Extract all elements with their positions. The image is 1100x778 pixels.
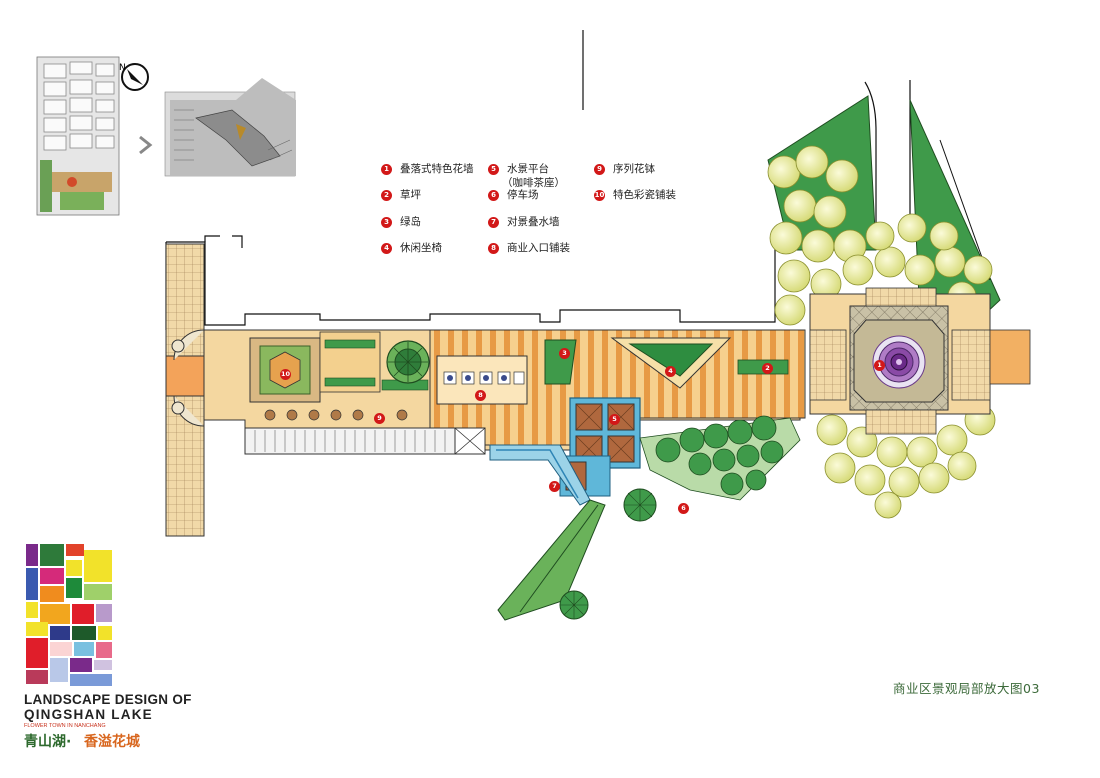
brand-title-line2: QINGSHAN LAKE	[24, 707, 153, 722]
plan-marker: 1	[874, 360, 885, 371]
plan-marker: 8	[475, 390, 486, 401]
brand-cn-part2: 香溢花城	[84, 734, 140, 750]
sheet-title: 商业区景观局部放大图03	[893, 681, 1040, 696]
plan-marker: 5	[609, 414, 620, 425]
green-walkway	[497, 499, 606, 621]
north-compass-icon: N	[119, 63, 149, 91]
plan-marker: 2	[762, 363, 773, 374]
plan-marker: 4	[665, 366, 676, 377]
plan-marker: 10	[280, 369, 291, 380]
building-facade	[244, 427, 456, 455]
brand-subtitle: FLOWER TOWN IN NANCHANG	[24, 723, 106, 729]
plan-marker: 9	[374, 413, 385, 424]
brand-title-line1: LANDSCAPE DESIGN OF	[24, 692, 192, 707]
plan-marker: 6	[678, 503, 689, 514]
compass-label: N	[119, 63, 126, 73]
tree-cluster-mid	[559, 488, 657, 620]
feature-tree	[386, 340, 430, 384]
brand-cn-part1: 青山湖·	[24, 734, 72, 750]
brand-logo-mosaic	[26, 544, 112, 686]
green-island	[544, 339, 577, 385]
key-map-detail	[164, 78, 296, 177]
arrow-right-icon	[139, 135, 153, 155]
tree-band	[655, 415, 784, 496]
waterfall-wall-channel	[489, 444, 591, 506]
ornamental-trees	[767, 145, 996, 519]
flower-pot-row	[264, 409, 408, 421]
plan-marker: 3	[559, 348, 570, 359]
plan-marker: 7	[549, 481, 560, 492]
corner-planters	[171, 329, 205, 427]
legend-item-5-sub: （咖啡茶座）	[502, 176, 565, 189]
key-map-site	[36, 56, 120, 216]
central-plaza	[809, 287, 1031, 435]
